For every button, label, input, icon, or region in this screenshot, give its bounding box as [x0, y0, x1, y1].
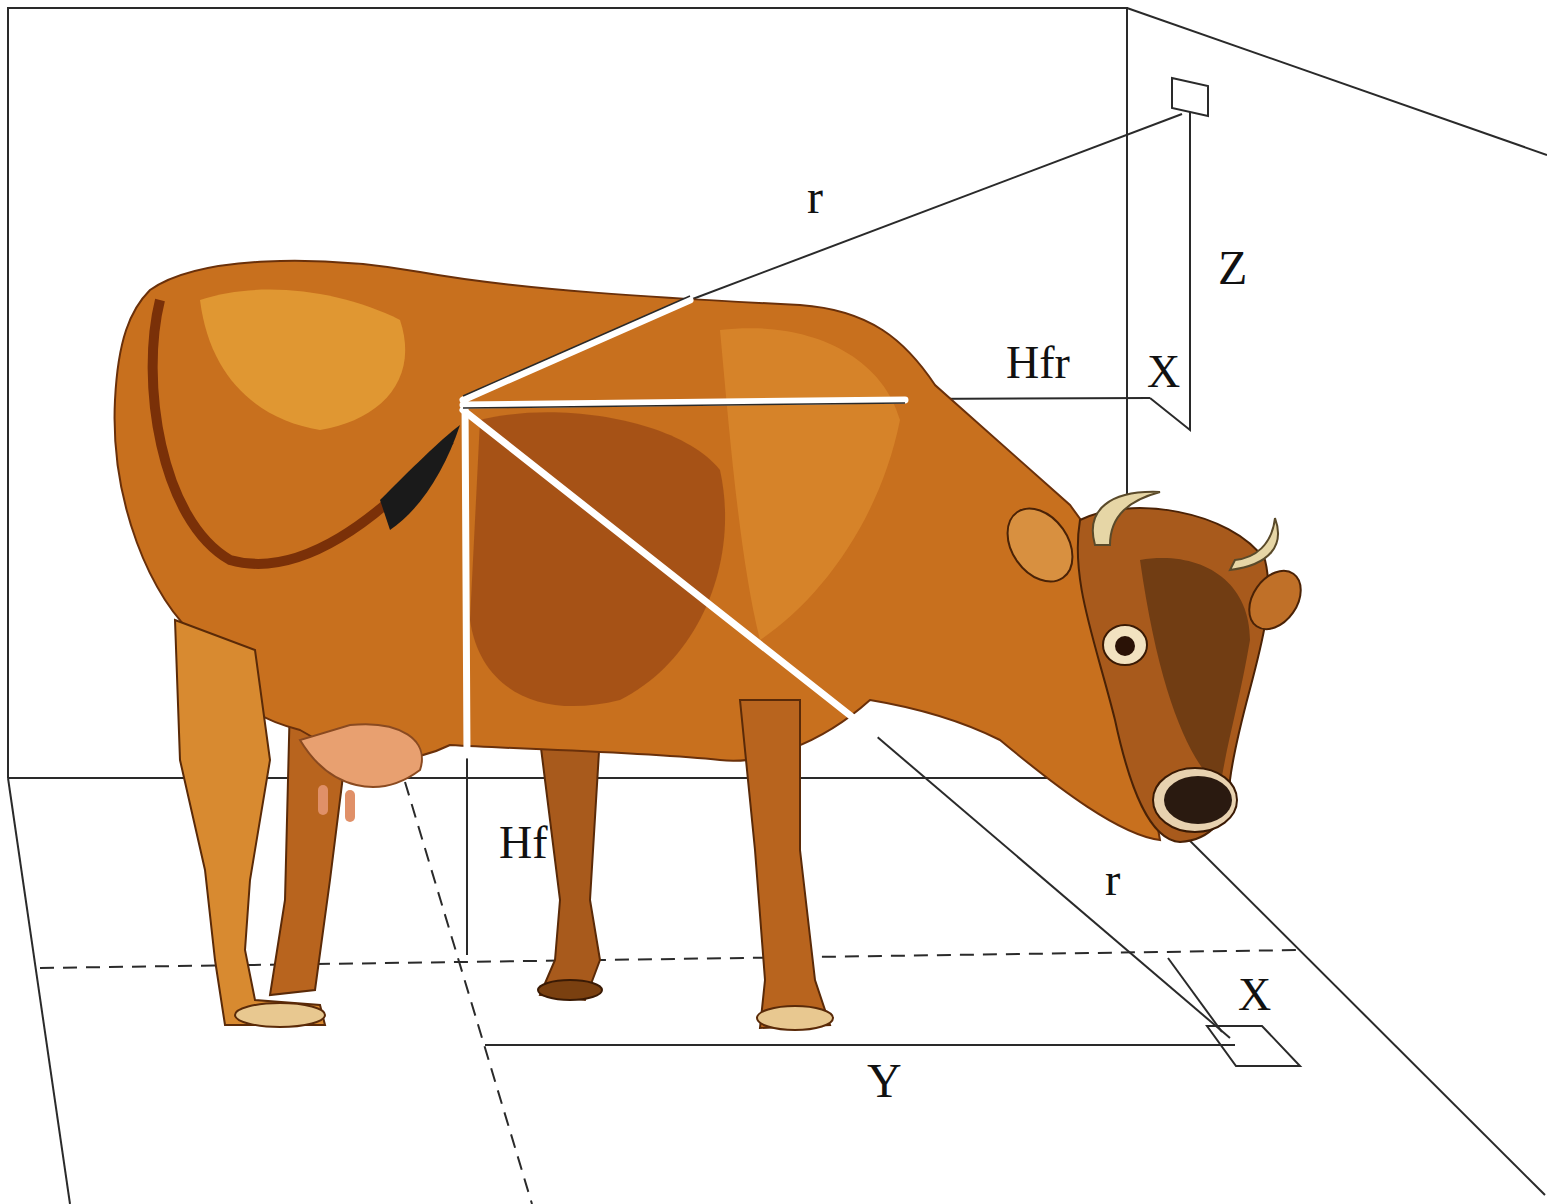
dimension-label: Hfr [1006, 340, 1070, 386]
dimension-label: r [1105, 857, 1120, 903]
dimension-label: r [807, 173, 823, 221]
measurement-outline [463, 296, 905, 408]
measurement-lines [463, 300, 905, 755]
dimension-label: X [1238, 972, 1271, 1018]
dimension-label: Y [867, 1057, 902, 1105]
dimension-label: X [1147, 349, 1180, 395]
dimension-label: Z [1218, 244, 1247, 292]
cow [115, 261, 1312, 1030]
room-lines [8, 8, 1547, 1204]
dimension-label: Hf [499, 820, 548, 866]
